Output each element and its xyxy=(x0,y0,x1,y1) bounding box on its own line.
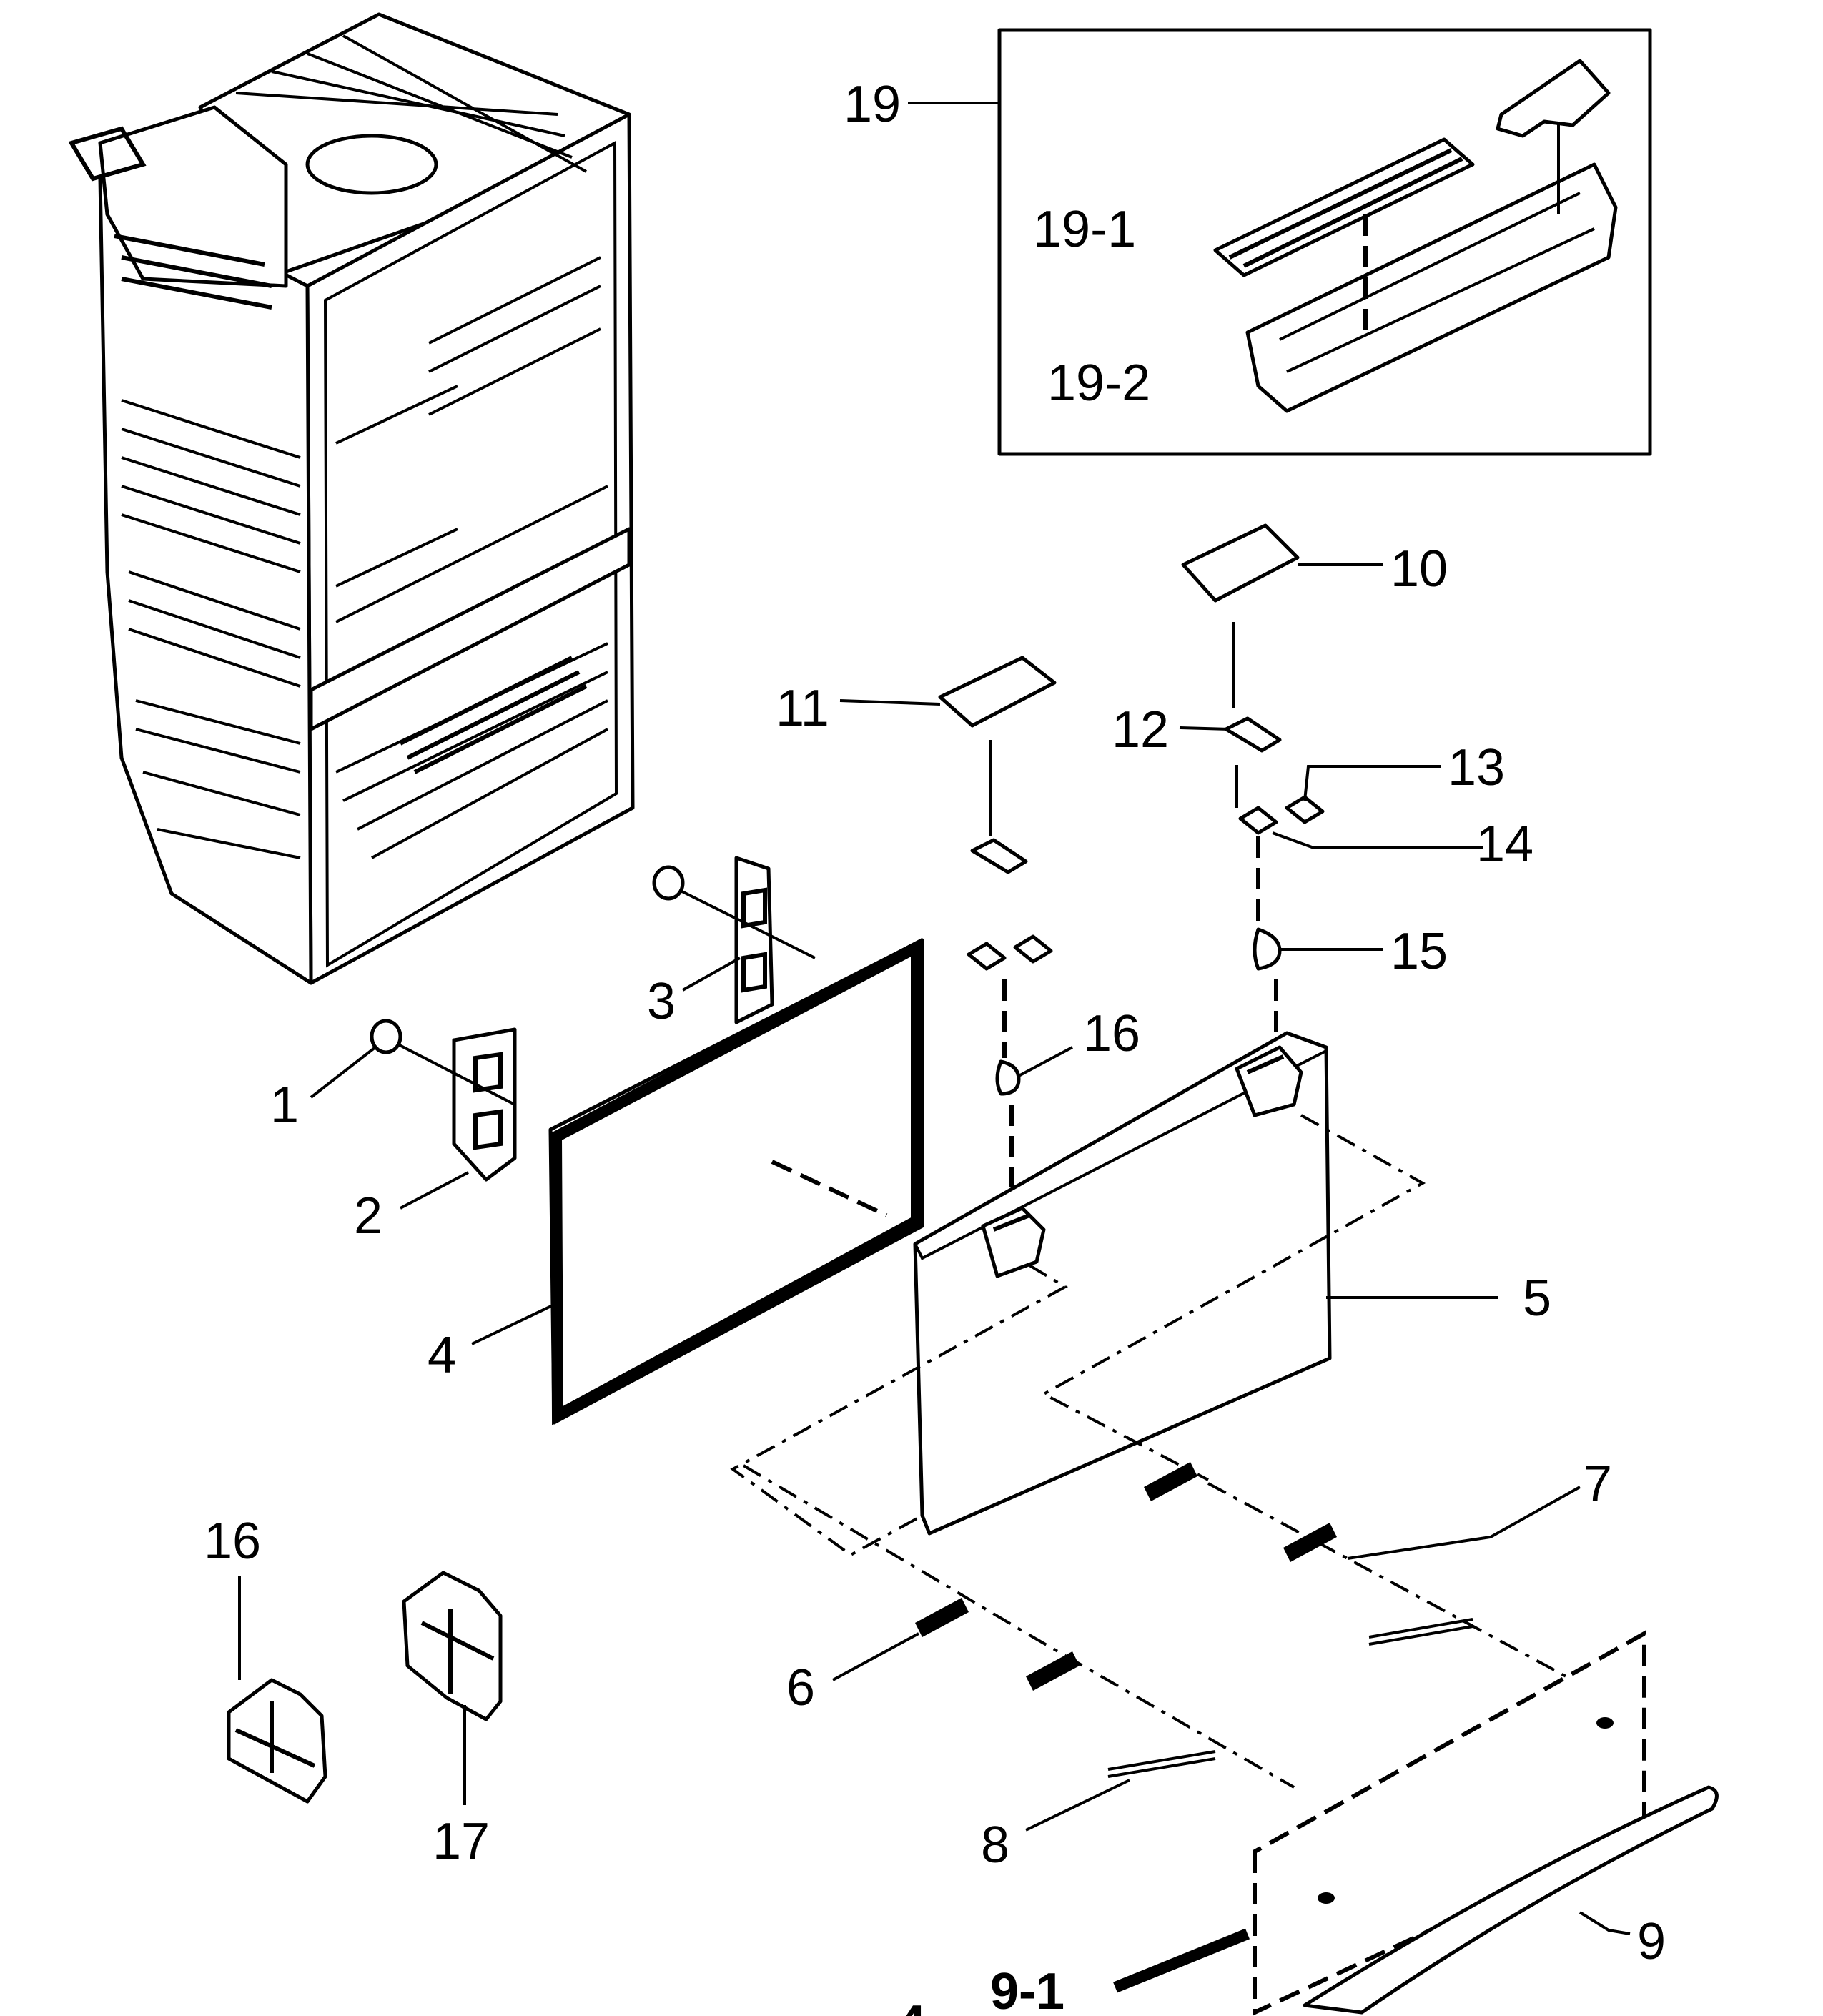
label-15: 15 xyxy=(1390,923,1448,980)
part-18-cover xyxy=(402,1571,503,1805)
part-4-door-gasket xyxy=(471,937,924,1425)
label-12: 12 xyxy=(1112,701,1169,759)
part-9-drawer-front xyxy=(1112,1629,1719,2016)
label-14: 14 xyxy=(1476,816,1533,873)
part-1-2-hinge-bracket xyxy=(310,1019,517,1210)
left-hinge-pin xyxy=(970,838,1028,874)
label-17: 16 xyxy=(204,1513,261,1570)
label-10: 10 xyxy=(1390,540,1448,598)
label-2: 2 xyxy=(354,1187,382,1245)
label-8: 8 xyxy=(981,1817,1009,1874)
part-19-2-shape xyxy=(1245,162,1618,413)
label-16: 16 xyxy=(1083,1005,1140,1062)
part-15-cap xyxy=(1253,836,1383,1040)
part-12-hinge-pin xyxy=(1179,716,1282,808)
label-19-1: 19-1 xyxy=(1033,201,1136,258)
part-3-hinge-bracket xyxy=(652,856,816,1024)
refrigerator-cabinet xyxy=(68,12,635,985)
label-11: 11 xyxy=(776,680,829,737)
label-9-1: 9-1 xyxy=(990,1963,1064,2016)
label-6: 6 xyxy=(786,1659,815,1716)
part-6-7-8-springs-rods xyxy=(742,1462,1581,1832)
label-5: 5 xyxy=(1523,1270,1551,1327)
label-19-2: 19-2 xyxy=(1047,355,1150,412)
part-10-cover xyxy=(1181,523,1383,708)
label-1: 1 xyxy=(270,1077,299,1134)
label-7: 7 xyxy=(1584,1456,1612,1513)
label-4: 4 xyxy=(428,1327,456,1384)
part-labels: 19 19-1 19-2 10 11 12 13 14 15 16 1 2 3 … xyxy=(204,76,1666,2016)
part-19-detail-box xyxy=(908,28,1652,456)
page-marker: 4 xyxy=(897,1995,926,2016)
label-18: 17 xyxy=(433,1813,490,1870)
part-17-cover xyxy=(227,1576,327,1804)
label-9: 9 xyxy=(1637,1913,1666,1970)
part-19-1-shape xyxy=(1213,137,1475,277)
label-3: 3 xyxy=(647,973,676,1030)
part-16-cap xyxy=(995,979,1073,1187)
part-5-door xyxy=(730,1031,1498,1557)
label-19: 19 xyxy=(844,76,901,133)
left-washers xyxy=(967,934,1053,971)
part-13-14-washers xyxy=(1238,765,1483,849)
label-13: 13 xyxy=(1448,739,1505,796)
part-11-cover xyxy=(839,656,1057,836)
